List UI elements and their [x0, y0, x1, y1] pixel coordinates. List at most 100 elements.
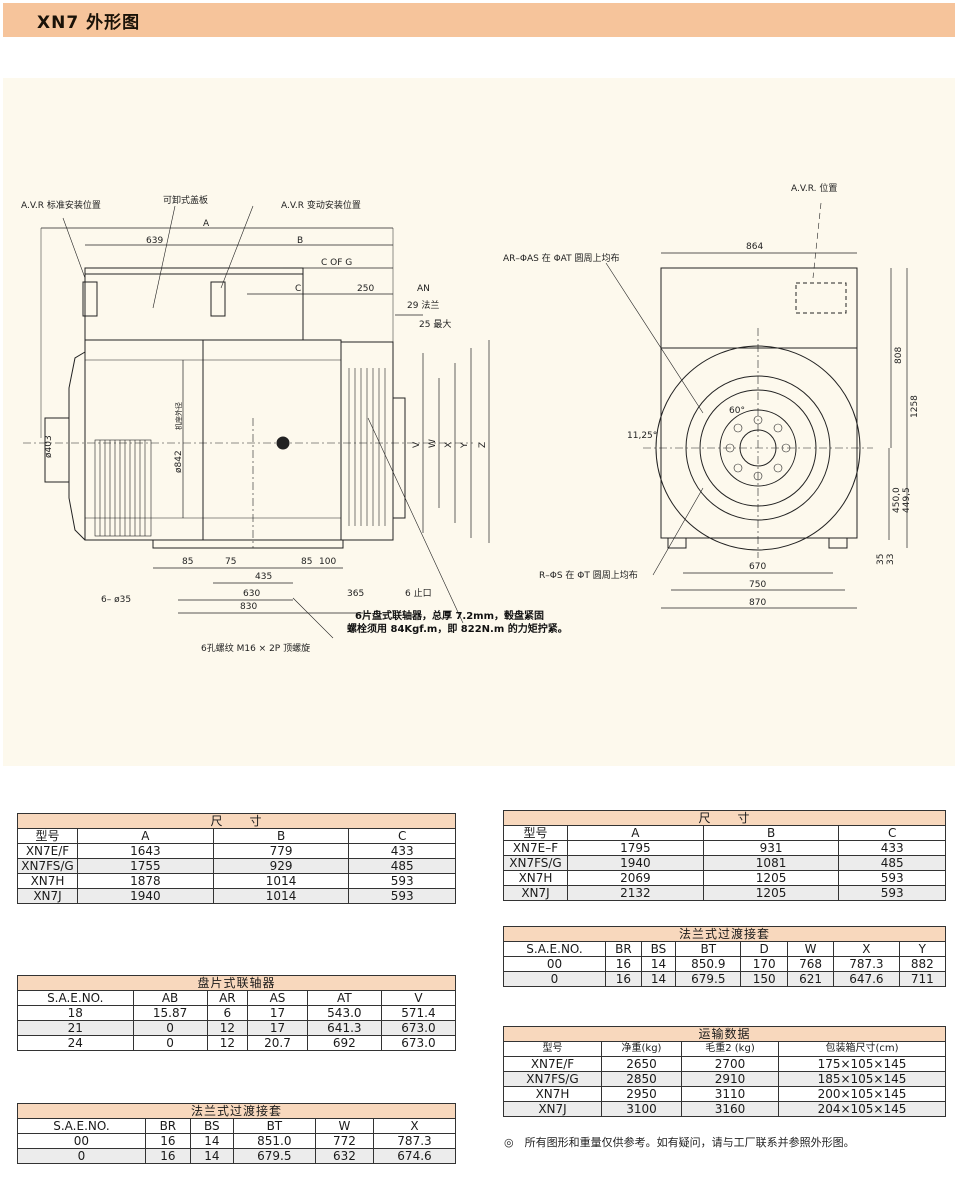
table-cell: 16 [144, 1148, 191, 1164]
label-cover: 可卸式盖板 [163, 194, 208, 206]
table-cell: 1643 [77, 843, 214, 859]
table-cell: 647.6 [833, 971, 900, 987]
table-cell: XN7FS/G [503, 1071, 602, 1087]
table-caption: 盘片式联轴器 [17, 975, 456, 991]
table-cell: 779 [212, 843, 350, 859]
dim-W: W [428, 439, 438, 448]
table-cell: 0 [132, 1020, 208, 1036]
table-cell: 17 [247, 1020, 308, 1036]
table-cell: 543.0 [306, 1005, 382, 1021]
dim-365: 365 [347, 589, 364, 599]
table-cell: 485 [348, 858, 456, 874]
table-caption: 尺 寸 [17, 813, 456, 829]
table-row: 21 0 12 17 641.3 673.0 [17, 1020, 457, 1036]
outline-drawing-panel: A.V.R 标准安装位置 可卸式盖板 A.V.R 变动安装位置 A 639 B … [3, 78, 955, 766]
label-stop6: 6 止口 [405, 587, 432, 599]
table-cell: 571.4 [380, 1005, 457, 1021]
table-cell: XN7J [503, 1101, 602, 1117]
table-cell: 593 [348, 888, 456, 904]
terminal-box [84, 267, 304, 341]
table-cell: 0 [132, 1035, 208, 1051]
label-avr-std: A.V.R 标准安装位置 [21, 199, 101, 211]
table-cell: 14 [189, 1133, 234, 1149]
table-cell: 1014 [212, 888, 350, 904]
disc-coupling-table: 盘片式联轴器 S.A.E.NO. AB AR AS AT V 18 15.87 … [17, 975, 457, 1051]
table-header: W [314, 1118, 374, 1134]
table-cell: XN7E–F [503, 840, 568, 856]
dim-flange29: 29 法兰 [407, 299, 439, 311]
table-header: AT [306, 990, 382, 1006]
table-header: AS [247, 990, 308, 1006]
dim-35: 35 [876, 554, 886, 565]
table-cell: 1205 [702, 870, 840, 886]
label-avr-alt: A.V.R 变动安装位置 [281, 199, 361, 211]
dim-AN: AN [417, 284, 430, 294]
table-cell: 641.3 [306, 1020, 382, 1036]
table-header: AB [132, 990, 208, 1006]
table-cell: 2069 [567, 870, 704, 886]
table-cell: 2950 [601, 1086, 682, 1102]
table-cell: XN7E/F [17, 843, 78, 859]
dim-864: 864 [746, 242, 763, 252]
table-cell: 21 [17, 1020, 134, 1036]
table-cell: 16 [144, 1133, 191, 1149]
table-header: D [740, 941, 788, 957]
table-header: BR [144, 1118, 191, 1134]
table-header: C [838, 825, 946, 841]
table-cell: 14 [640, 956, 677, 972]
table-cell: 485 [838, 855, 946, 871]
dim-33: 33 [886, 554, 896, 565]
table-header: AR [206, 990, 249, 1006]
table-header: BS [189, 1118, 234, 1134]
table-cell: 851.0 [232, 1133, 316, 1149]
table-header: BR [604, 941, 642, 957]
table-cell: 24 [17, 1035, 134, 1051]
table-cell: XN7H [17, 873, 78, 889]
dim-750: 750 [749, 580, 766, 590]
table-header: B [702, 825, 840, 841]
dim-Z: Z [478, 442, 488, 448]
table-cell: 621 [786, 971, 835, 987]
table-cell: 1014 [212, 873, 350, 889]
table-cell: 200×105×145 [777, 1086, 947, 1102]
table-cell: XN7J [17, 888, 78, 904]
table-cell: 150 [740, 971, 788, 987]
table-cell: 00 [503, 956, 606, 972]
table-header: X [372, 1118, 457, 1134]
table-row: 0 16 14 679.5 150 621 647.6 711 [503, 971, 947, 987]
table-cell: 679.5 [232, 1148, 316, 1164]
table-header: BT [232, 1118, 316, 1134]
dim-C: C [295, 284, 301, 294]
dim-d403: ø403 [44, 435, 54, 458]
label-screw: 6孔螺纹 M16 × 2P 顶螺旋 [201, 642, 310, 654]
dim-X: X [444, 442, 454, 448]
table-caption: 法兰式过渡接套 [503, 926, 946, 942]
table-row: XN7H 1878 1014 593 [17, 873, 456, 889]
table-row: 00 16 14 850.9 170 768 787.3 882 [503, 956, 947, 972]
table-cell: 12 [206, 1020, 249, 1036]
dim-250: 250 [357, 284, 374, 294]
table-caption: 法兰式过渡接套 [17, 1103, 456, 1119]
dim-A: A [203, 219, 210, 229]
table-cell: 0 [17, 1148, 146, 1164]
table-cell: 185×105×145 [777, 1071, 947, 1087]
table-row: XN7E/F 2650 2700 175×105×145 [503, 1056, 947, 1072]
table-cell: 787.3 [372, 1133, 457, 1149]
table-header: 净重(kg) [601, 1041, 682, 1057]
dim-75: 75 [225, 557, 236, 567]
table-cell: 3110 [681, 1086, 779, 1102]
dim-85b: 85 [301, 557, 312, 567]
table-cell: 16 [604, 956, 642, 972]
table-cell: 931 [702, 840, 840, 856]
table-cell: 14 [189, 1148, 234, 1164]
table-cell: XN7J [503, 885, 568, 901]
table-row: 18 15.87 6 17 543.0 571.4 [17, 1005, 457, 1021]
outline-drawing: A.V.R 标准安装位置 可卸式盖板 A.V.R 变动安装位置 A 639 B … [21, 182, 920, 654]
table-header: 包装箱尺寸(cm) [777, 1041, 947, 1057]
table-row: XN7H 2950 3110 200×105×145 [503, 1086, 947, 1102]
table-cell: 1878 [77, 873, 214, 889]
dim-830: 830 [240, 602, 257, 612]
table-header: A [567, 825, 704, 841]
table-cell: 3160 [681, 1101, 779, 1117]
dim-808: 808 [894, 347, 904, 364]
